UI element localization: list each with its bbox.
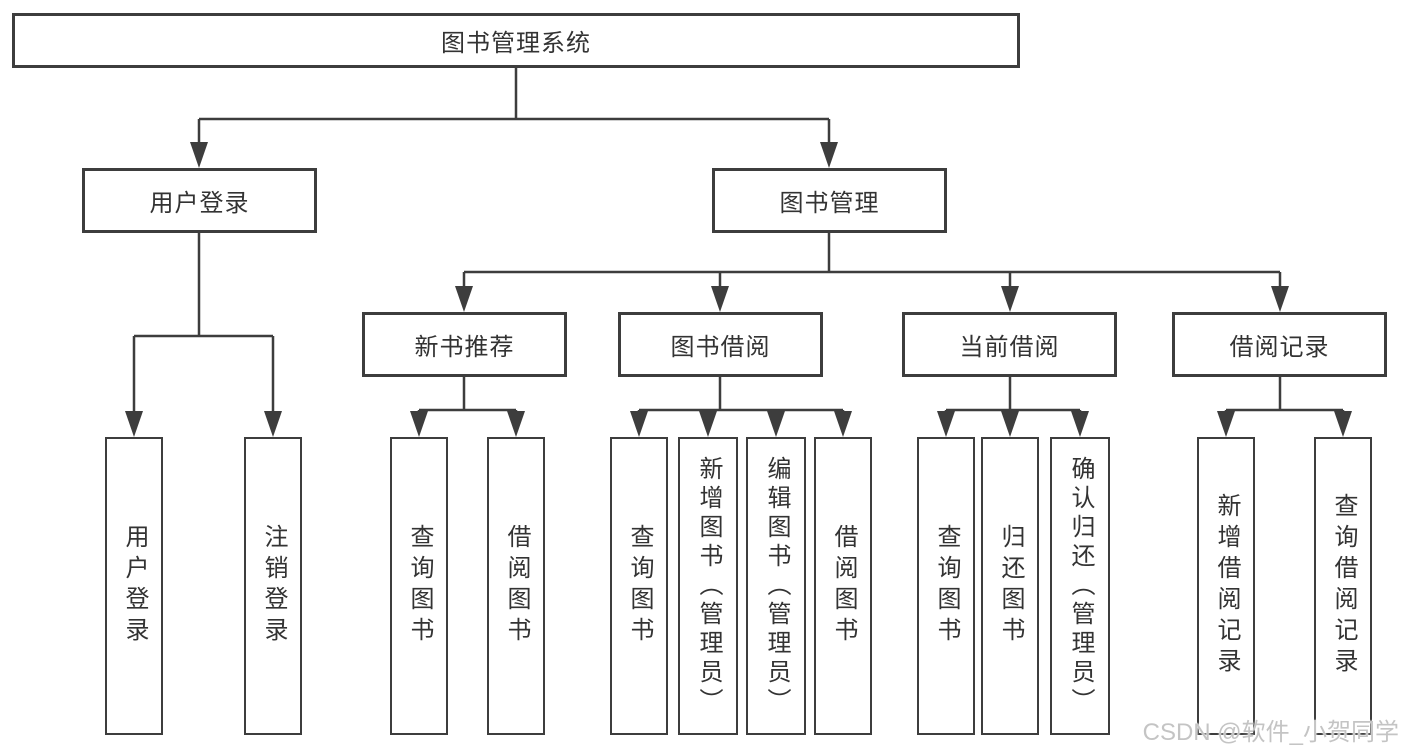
node-label: 图书借阅 bbox=[670, 334, 771, 361]
node-label: 归还图书 bbox=[997, 524, 1024, 648]
node-book-borrow: 图书借阅 bbox=[618, 312, 823, 377]
node-label: 查询借阅记录 bbox=[1330, 493, 1357, 679]
node-library-management-system: 图书管理系统 bbox=[12, 13, 1020, 68]
leaf-return-books: 归还图书 bbox=[981, 437, 1039, 735]
leaf-user-login: 用户登录 bbox=[105, 437, 163, 735]
leaf-edit-books-admin: 编辑图书（管理员） bbox=[746, 437, 806, 735]
node-label: 新增图书（管理员） bbox=[695, 455, 722, 717]
node-label: 查询图书 bbox=[406, 524, 433, 648]
node-label: 用户登录 bbox=[121, 524, 148, 648]
leaf-logout: 注销登录 bbox=[244, 437, 302, 735]
node-user-login-branch: 用户登录 bbox=[82, 168, 317, 233]
node-label: 查询图书 bbox=[626, 524, 653, 648]
node-label: 查询图书 bbox=[933, 524, 960, 648]
leaf-query-books-recommend: 查询图书 bbox=[390, 437, 448, 735]
node-label: 用户登录 bbox=[149, 190, 250, 217]
leaf-query-borrow-record: 查询借阅记录 bbox=[1314, 437, 1372, 735]
node-book-management-branch: 图书管理 bbox=[712, 168, 947, 233]
leaf-borrow-books: 借阅图书 bbox=[814, 437, 872, 735]
node-current-borrow: 当前借阅 bbox=[902, 312, 1117, 377]
node-new-book-recommend: 新书推荐 bbox=[362, 312, 567, 377]
node-label: 借阅图书 bbox=[503, 524, 530, 648]
node-label: 当前借阅 bbox=[959, 334, 1060, 361]
node-label: 借阅图书 bbox=[830, 524, 857, 648]
leaf-query-books-borrow: 查询图书 bbox=[610, 437, 668, 735]
node-label: 编辑图书（管理员） bbox=[763, 455, 790, 717]
node-label: 新书推荐 bbox=[414, 334, 515, 361]
leaf-borrow-books-recommend: 借阅图书 bbox=[487, 437, 545, 735]
node-label: 借阅记录 bbox=[1229, 334, 1330, 361]
node-label: 确认归还（管理员） bbox=[1067, 455, 1094, 717]
node-label: 图书管理 bbox=[779, 190, 880, 217]
csdn-watermark: CSDN @软件_小贺同学 bbox=[1142, 719, 1399, 746]
node-label: 图书管理系统 bbox=[441, 30, 591, 57]
leaf-add-books-admin: 新增图书（管理员） bbox=[678, 437, 738, 735]
leaf-add-borrow-record: 新增借阅记录 bbox=[1197, 437, 1255, 735]
leaf-query-books-current: 查询图书 bbox=[917, 437, 975, 735]
node-label: 注销登录 bbox=[260, 524, 287, 648]
leaf-confirm-return-admin: 确认归还（管理员） bbox=[1050, 437, 1110, 735]
node-borrow-records: 借阅记录 bbox=[1172, 312, 1387, 377]
node-label: 新增借阅记录 bbox=[1213, 493, 1240, 679]
